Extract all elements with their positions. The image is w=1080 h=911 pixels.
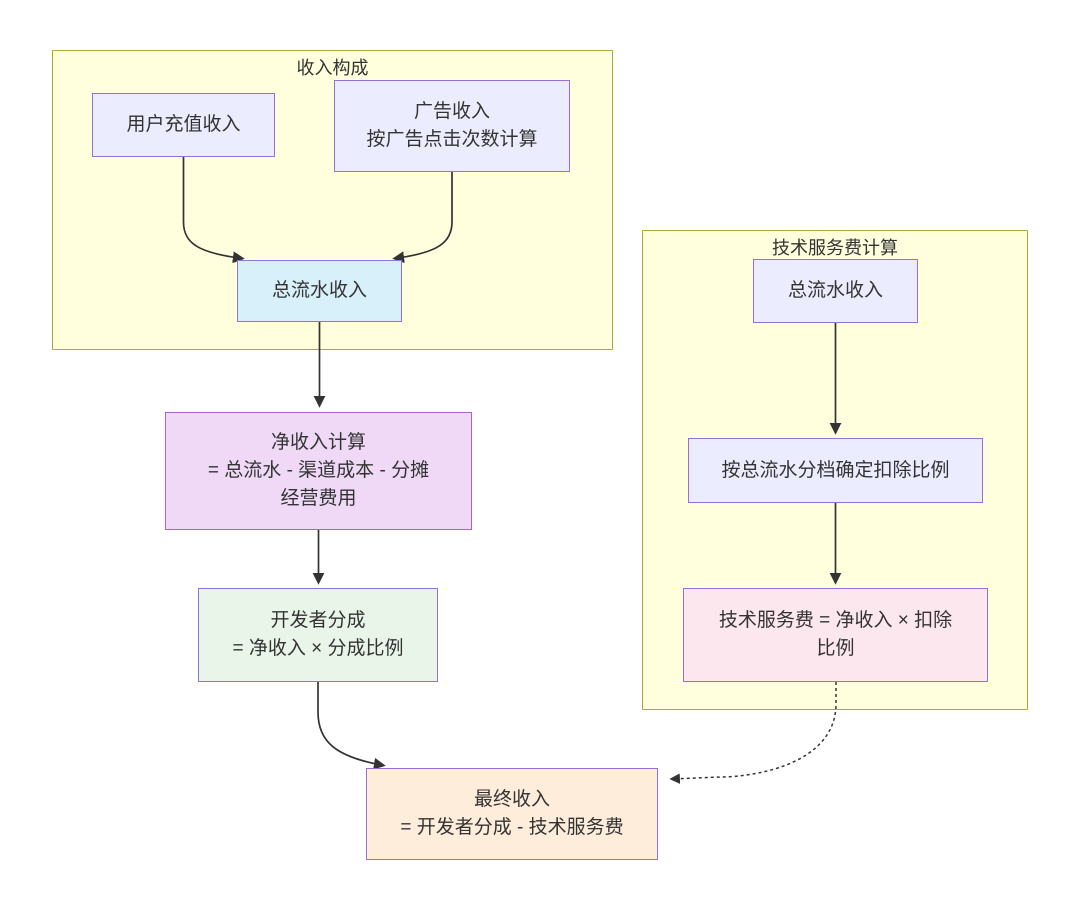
node-label: = 开发者分成 - 技术服务费 <box>400 817 624 838</box>
node-tech-fee: 技术服务费 = 净收入 × 扣除 比例 <box>683 588 988 682</box>
node-label: = 总流水 - 渠道成本 - 分摊 <box>207 460 430 481</box>
node-user-recharge: 用户充值收入 <box>92 93 275 157</box>
node-label: 用户充值收入 <box>126 114 241 135</box>
node-tier-deduction: 按总流水分档确定扣除比例 <box>688 438 983 503</box>
node-label: 开发者分成 <box>270 610 366 631</box>
node-label: 广告收入 <box>413 101 490 122</box>
edge-user-recharge-to-total-flow <box>182 157 245 264</box>
edge-tech-fee-to-final-income-dotted <box>669 682 837 784</box>
node-label: 总流水收入 <box>271 280 367 301</box>
node-final-income: 最终收入 = 开发者分成 - 技术服务费 <box>366 768 658 860</box>
node-ad-revenue: 广告收入 按广告点击次数计算 <box>334 80 570 172</box>
node-label: 净收入计算 <box>270 432 366 453</box>
node-dev-share: 开发者分成 = 净收入 × 分成比例 <box>198 588 438 682</box>
node-label: 总流水收入 <box>787 280 883 301</box>
node-label: 技术服务费 = 净收入 × 扣除 <box>718 610 953 631</box>
edge-dev-share-to-final-income <box>317 682 386 770</box>
node-label: 经营费用 <box>280 488 357 509</box>
node-net-income: 净收入计算 = 总流水 - 渠道成本 - 分摊 经营费用 <box>165 412 472 530</box>
node-label: 按总流水分档确定扣除比例 <box>721 459 950 481</box>
node-total-flow-left: 总流水收入 <box>237 260 402 322</box>
cluster-title-tech-fee-calculation: 技术服务费计算 <box>772 238 898 258</box>
node-label: = 净收入 × 分成比例 <box>232 638 404 659</box>
node-label: 比例 <box>816 638 855 659</box>
edge-ad-revenue-to-total-flow <box>392 172 453 264</box>
cluster-title-revenue-composition: 收入构成 <box>296 58 369 78</box>
node-total-flow-right: 总流水收入 <box>753 259 918 323</box>
node-label: 按广告点击次数计算 <box>366 129 538 150</box>
node-label: 最终收入 <box>473 789 550 810</box>
